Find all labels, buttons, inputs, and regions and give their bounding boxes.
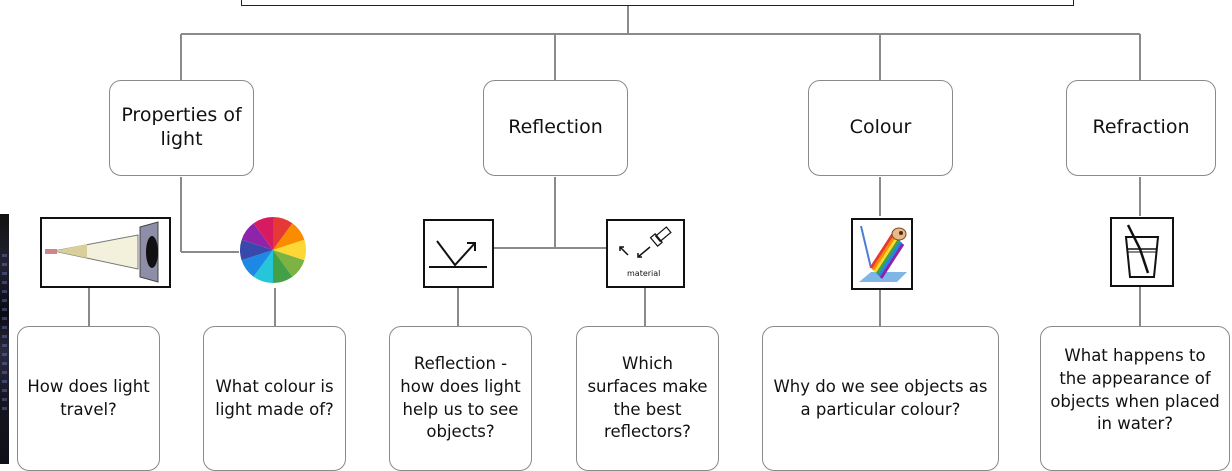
colour-wheel-segment — [273, 250, 293, 283]
question-text: What colour is light made of? — [215, 376, 334, 419]
topic-label: Reflection — [508, 116, 603, 139]
question-objects-in-water: What happens to the appearance of object… — [1040, 326, 1230, 471]
question-text: How does light travel? — [27, 376, 150, 419]
topic-colour: Colour — [808, 80, 953, 176]
topic-reflection: Reflection — [483, 80, 628, 176]
colour-wheel-segment — [273, 217, 293, 250]
colour-wheel-segment — [253, 250, 273, 283]
question-text: Why do we see objects as a particular co… — [773, 376, 988, 419]
glass-of-water-icon — [1110, 217, 1174, 287]
question-how-does-light-travel: How does light travel? — [17, 326, 160, 471]
colour-wheel-segment — [253, 217, 273, 250]
material-label: material — [627, 269, 660, 278]
topic-label: Refraction — [1092, 116, 1190, 139]
colour-wheel-segment — [273, 250, 305, 277]
title-box — [241, 0, 1074, 6]
question-text: What happens to the appearance of object… — [1050, 346, 1220, 434]
question-best-reflectors: Which surfaces make the best reflectors? — [576, 326, 719, 471]
colour-wheel-segment — [241, 223, 273, 250]
colour-wheel-segment — [240, 239, 273, 261]
colour-wheel-icon — [239, 216, 307, 284]
topic-label: Colour — [849, 116, 912, 139]
prism-spectrum-icon — [851, 218, 913, 290]
colour-wheel-segment — [273, 239, 306, 261]
question-what-colour-is-light: What colour is light made of? — [203, 326, 346, 471]
topic-refraction: Refraction — [1066, 80, 1216, 176]
mirror-reflection-icon — [423, 219, 494, 288]
reflective-material-icon: material — [606, 219, 685, 288]
topic-properties-of-light: Properties of light — [109, 80, 254, 176]
colour-wheel-segment — [273, 223, 305, 250]
topic-label: Properties of light — [121, 104, 242, 150]
colour-wheel-segment — [241, 250, 273, 277]
question-why-particular-colour: Why do we see objects as a particular co… — [762, 326, 999, 471]
left-edge-image-fragment — [0, 214, 9, 464]
question-text: Which surfaces make the best reflectors? — [587, 353, 708, 442]
question-reflection-see-objects: Reflection - how does light help us to s… — [389, 326, 532, 471]
torch-beam-icon — [40, 217, 171, 288]
question-text: Reflection - how does light help us to s… — [400, 353, 521, 442]
